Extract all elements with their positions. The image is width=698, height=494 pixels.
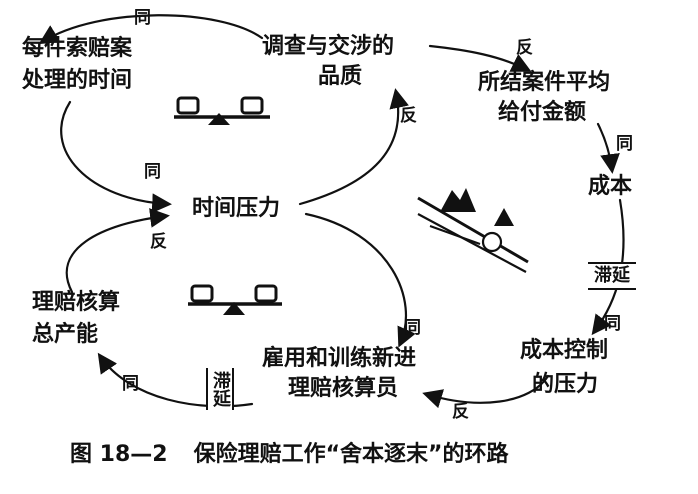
delay-marker: 滞延: [206, 368, 234, 410]
node-hiring-training-line1: 雇用和训练新进: [262, 346, 417, 371]
node-cost: 成本: [588, 174, 633, 199]
link-tag-opposite: 反: [516, 38, 533, 58]
balancing-loop-icon: [174, 96, 270, 125]
arrow-claimtime-to-pressure: [60, 100, 172, 214]
link-tag-opposite: 反: [150, 232, 167, 252]
figure-number: 图 18—2: [70, 442, 168, 467]
figure-caption: 图 18—2 保险理赔工作“舍本逐末”的环路: [70, 440, 535, 470]
balancing-loop-icon: [188, 284, 282, 315]
arrow-pressure-to-quality: [298, 88, 409, 206]
node-claim-time-line2: 处理的时间: [22, 68, 133, 93]
node-avg-payout-line2: 给付金额: [498, 100, 587, 125]
arrow-quality-to-claimtime: [38, 14, 264, 45]
node-avg-payout-line1: 所结案件平均: [478, 70, 611, 95]
arrow-pressure-to-hiring: [304, 212, 416, 348]
link-tag-same: 同: [604, 314, 621, 334]
link-tag-opposite: 反: [400, 106, 417, 126]
node-investigation-quality-line1: 调查与交涉的: [262, 34, 395, 59]
arrow-costcontrol-to-hiring: [422, 374, 550, 409]
node-total-capacity-line1: 理赔核算: [32, 290, 121, 315]
link-tag-same: 同: [616, 134, 633, 154]
link-tag-same: 同: [404, 318, 421, 338]
arrow-quality-to-payout: [428, 44, 532, 72]
link-tag-same: 同: [134, 8, 151, 28]
node-claim-time-line1: 每件索赔案: [22, 36, 133, 61]
delay-marker: 滞延: [588, 262, 636, 290]
figure-title: 保险理赔工作“舍本逐末”的环路: [193, 442, 509, 467]
node-cost-control-pressure-line2: 的压力: [532, 372, 599, 397]
arrow-capacity-to-pressure: [65, 208, 170, 294]
node-investigation-quality-line2: 品质: [318, 64, 363, 89]
node-cost-control-pressure-line1: 成本控制: [520, 338, 609, 363]
snowball-hill-icon: [417, 188, 529, 273]
arrow-payout-to-cost: [596, 122, 620, 174]
node-total-capacity-line2: 总产能: [32, 322, 99, 347]
node-time-pressure: 时间压力: [192, 196, 281, 221]
link-tag-opposite: 反: [452, 402, 469, 422]
node-hiring-training-line2: 理赔核算员: [288, 376, 399, 401]
link-tag-same: 同: [144, 162, 161, 182]
link-tag-same: 同: [122, 374, 139, 394]
